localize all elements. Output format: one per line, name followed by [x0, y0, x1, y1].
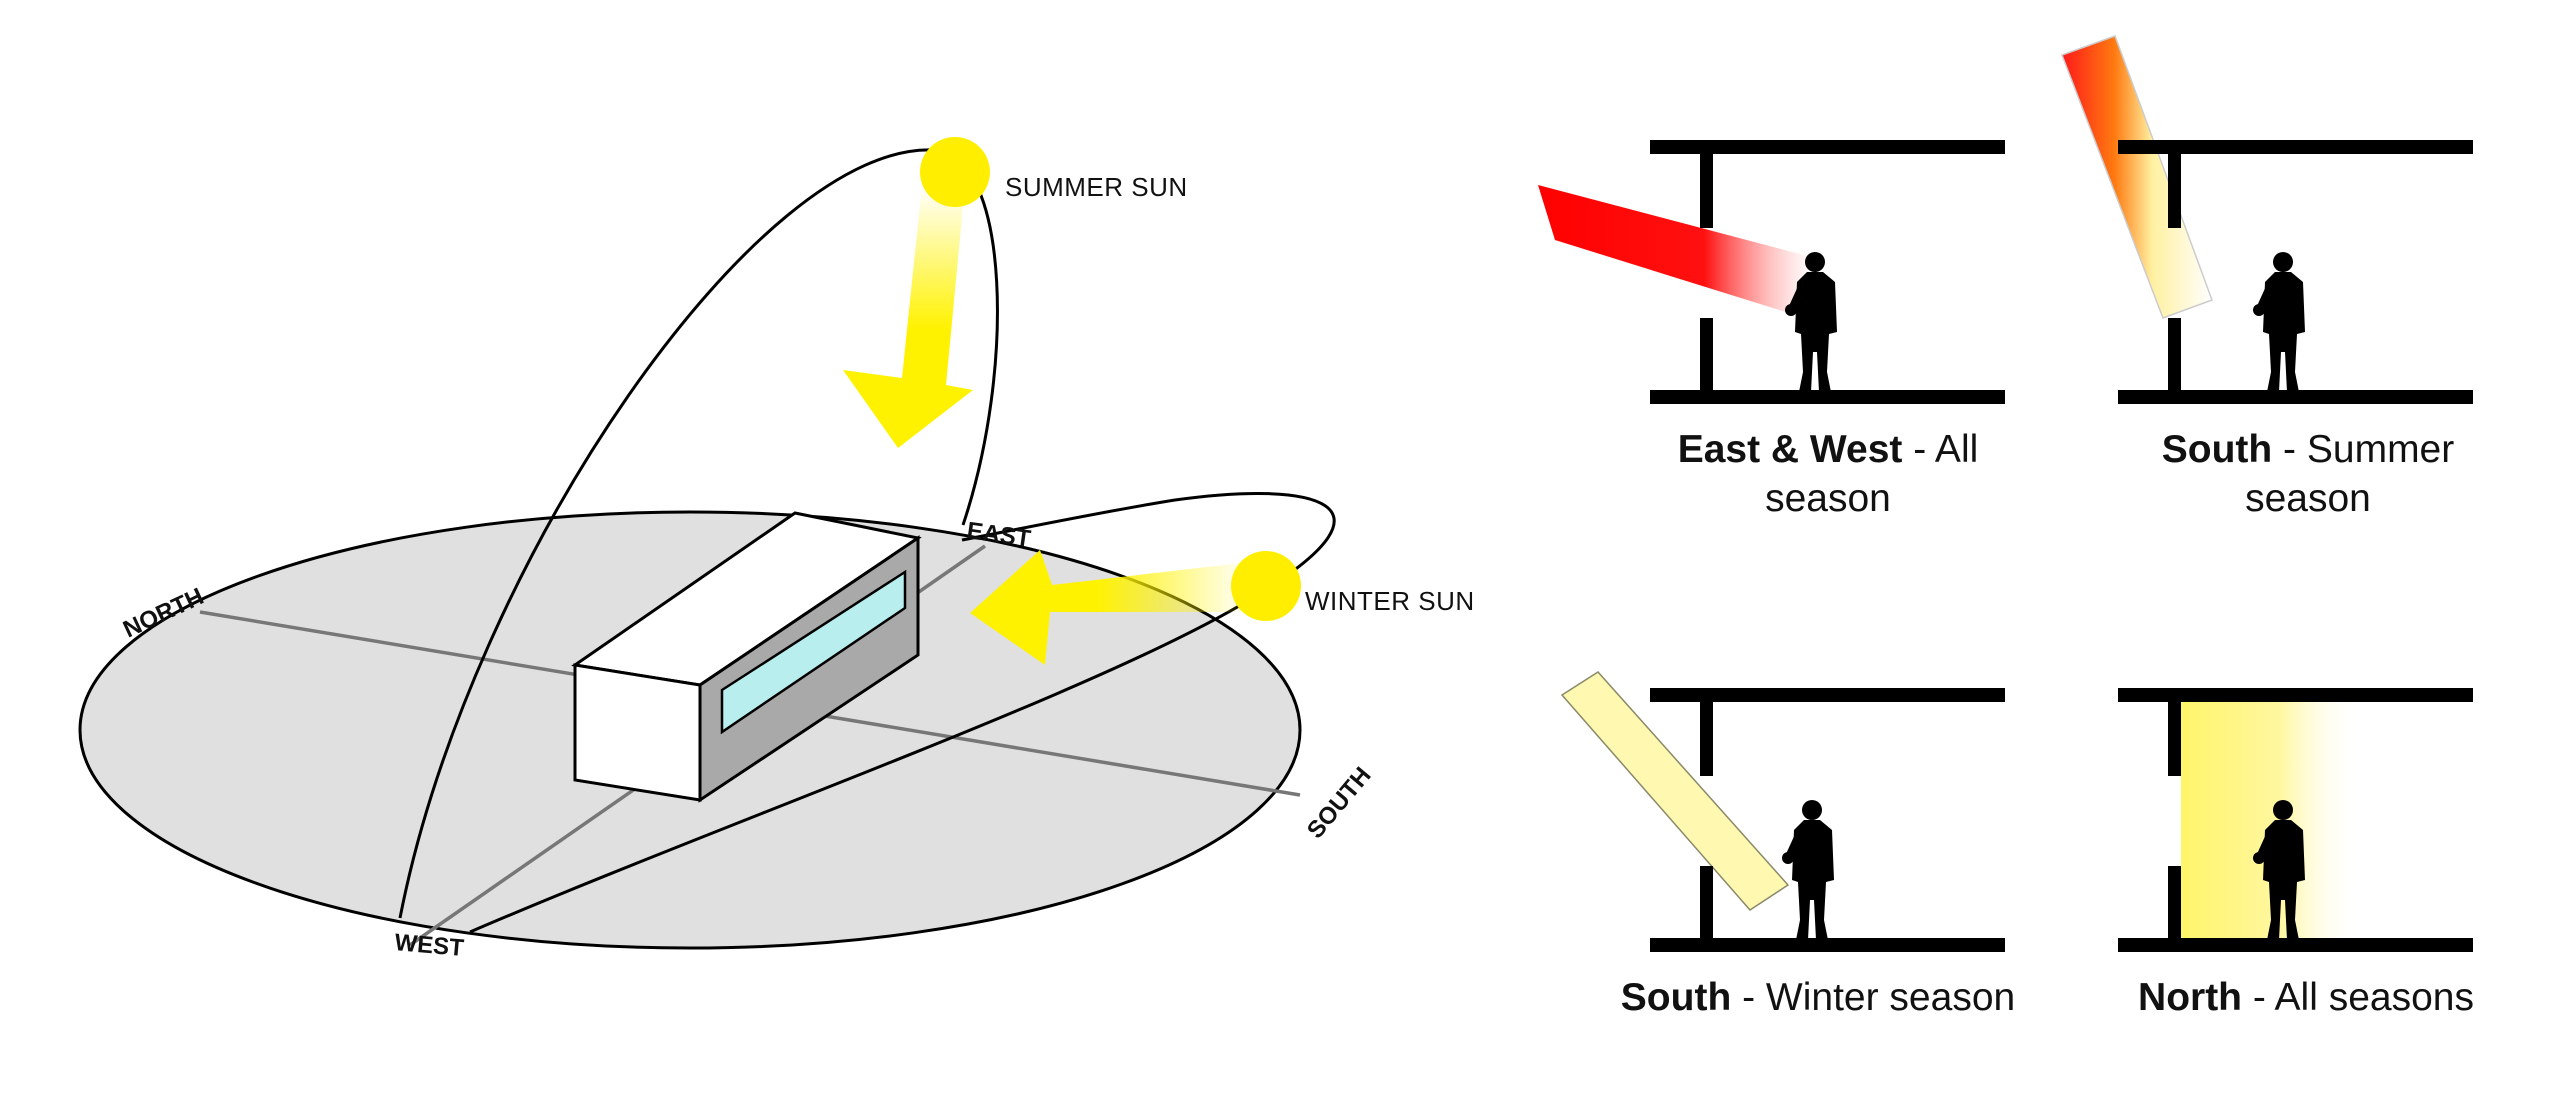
- wall-lower: [1700, 866, 1713, 941]
- ceiling: [2118, 140, 2473, 154]
- panel-south-summer: [2061, 35, 2473, 404]
- winter-sun-arc: [469, 492, 1336, 934]
- summer-sun-arrow: [843, 185, 973, 448]
- west-label: WEST: [393, 929, 465, 962]
- summer-sun-label: SUMMER SUN: [1005, 172, 1188, 202]
- caption-east-west: East & West - All season: [1677, 428, 1979, 520]
- floor: [2118, 938, 2473, 952]
- floor: [1650, 938, 2005, 952]
- winter-sun-arrow: [970, 550, 1250, 665]
- panel-east-west: [1538, 140, 2005, 404]
- person-silhouette: [1782, 800, 1834, 940]
- wall-upper: [2168, 150, 2181, 228]
- light-beam: [1560, 671, 1790, 911]
- caption-north: North - All seasons: [2138, 976, 2474, 1019]
- summer-sun-arc: [398, 148, 999, 919]
- winter-sun-label: WINTER SUN: [1305, 586, 1475, 616]
- wall-upper: [1700, 698, 1713, 776]
- ceiling: [2118, 688, 2473, 702]
- wall-lower: [2168, 866, 2181, 941]
- winter-sun: [1231, 551, 1301, 621]
- building-end-face: [573, 663, 702, 802]
- panel-north: [2118, 688, 2473, 952]
- ceiling: [1650, 688, 2005, 702]
- floor: [2118, 390, 2473, 404]
- wall-lower: [1700, 318, 1713, 393]
- sun-path-diagram: SUMMER SUN WINTER SUN NORTH EAST SOUTH W…: [78, 137, 1475, 962]
- south-label: SOUTH: [1302, 762, 1377, 844]
- person-silhouette: [2253, 252, 2305, 392]
- wall-upper: [1700, 150, 1713, 228]
- floor: [1650, 390, 2005, 404]
- summer-sun: [920, 137, 990, 207]
- caption-south-summer: South - Summer season: [2161, 428, 2455, 520]
- light-beam: [2061, 35, 2213, 319]
- ceiling: [1650, 140, 2005, 154]
- light-beam: [1538, 185, 1815, 318]
- wall-lower: [2168, 318, 2181, 393]
- panel-south-winter: [1560, 671, 2005, 952]
- building-window: [720, 569, 907, 735]
- wall-upper: [2168, 698, 2181, 776]
- caption-south-winter: South - Winter season: [1620, 976, 2016, 1019]
